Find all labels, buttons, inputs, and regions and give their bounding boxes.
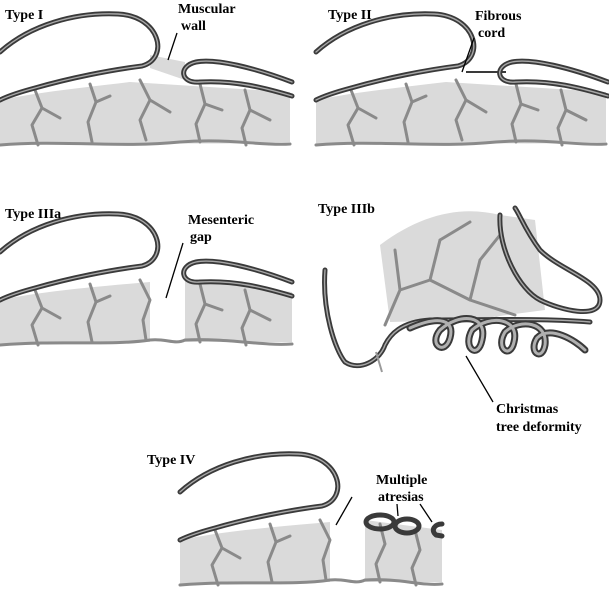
atretic-segments — [363, 512, 445, 539]
leader-line — [167, 32, 178, 61]
panel-title: Type II — [328, 8, 372, 23]
mesentery — [0, 78, 292, 147]
label-line: Fibrous — [475, 9, 522, 24]
label-line: Muscular — [178, 2, 236, 17]
label-line: gap — [190, 230, 212, 245]
label-line: wall — [181, 19, 206, 34]
panel-type-3a — [0, 214, 292, 347]
panel-title: Type IV — [147, 453, 195, 468]
christmas-tree-coil — [406, 315, 589, 358]
label-line: cord — [478, 26, 505, 41]
leader-line — [165, 242, 184, 299]
leader-line — [335, 496, 353, 526]
panel-title: Type I — [5, 8, 43, 23]
leader-line — [465, 355, 494, 403]
panel-title: Type IIIb — [318, 202, 375, 217]
label-line: Christmas — [496, 402, 559, 417]
muscular-wall — [150, 55, 185, 80]
panel-type-4 — [180, 454, 445, 587]
panel-type-1: Type I Muscular wall — [0, 2, 292, 147]
label-line: tree deformity — [496, 420, 582, 435]
panel-title: Type IIIa — [5, 207, 61, 222]
panel-type-3b — [322, 205, 603, 373]
label-line: Mesenteric — [188, 213, 254, 228]
leader-line — [396, 503, 399, 517]
label-line: Multiple — [376, 473, 427, 488]
mesentery — [314, 78, 608, 147]
label-line: atresias — [378, 490, 424, 505]
leader-line — [461, 37, 475, 73]
panel-type-2 — [314, 14, 608, 147]
leader-line — [419, 503, 433, 523]
